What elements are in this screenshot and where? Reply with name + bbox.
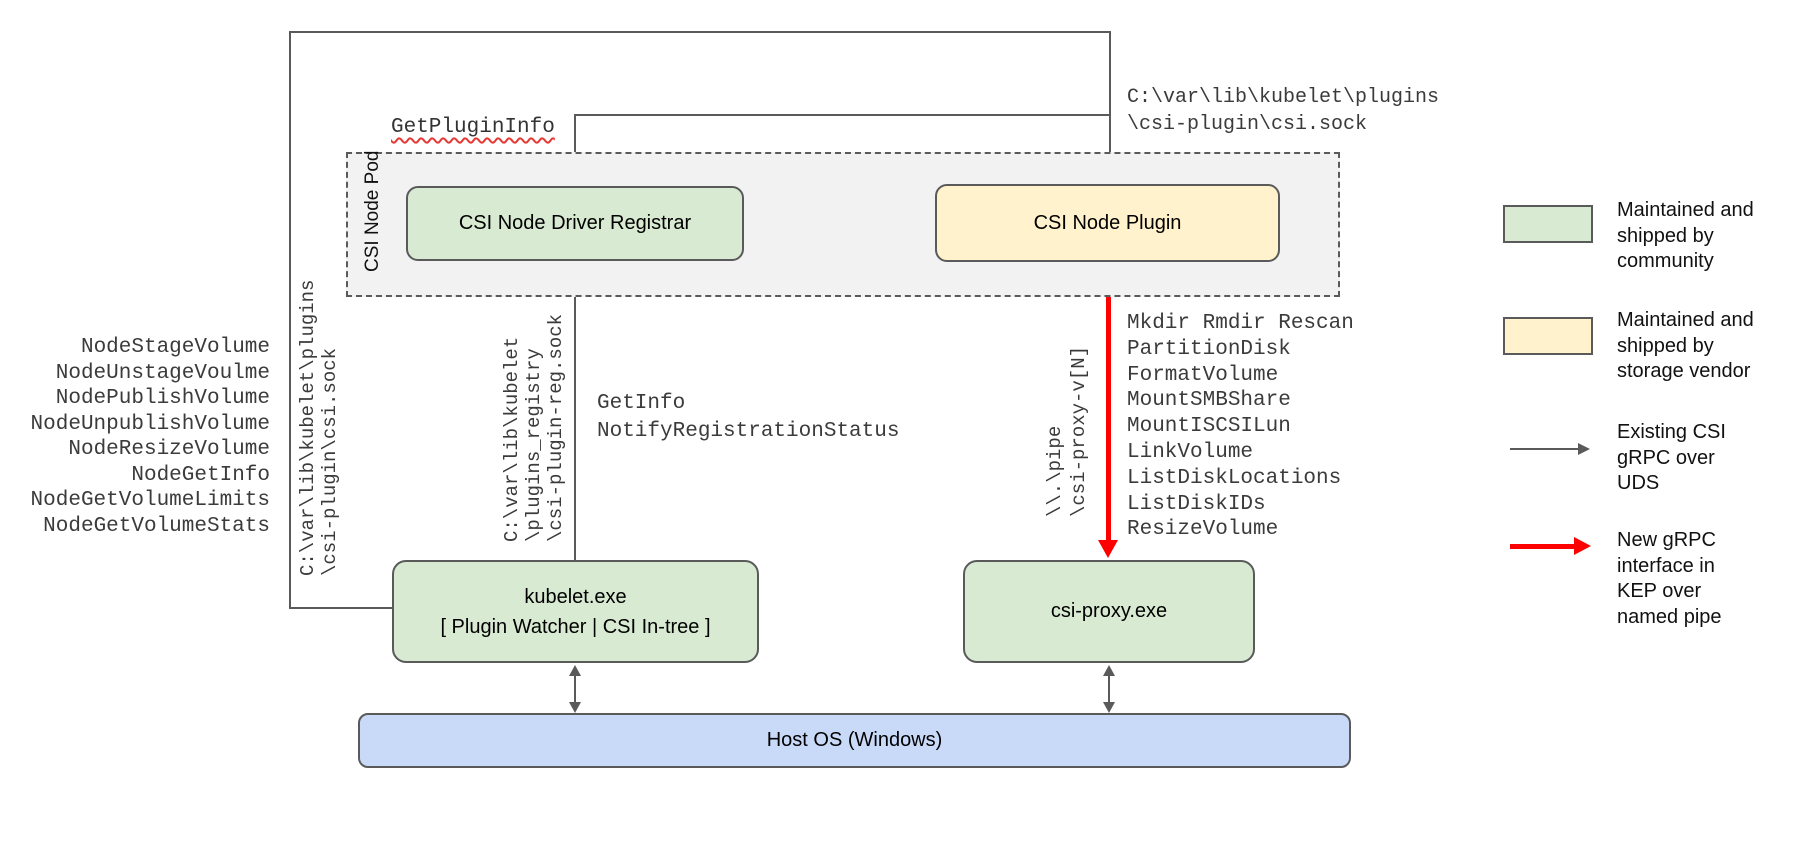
legend-red-arrowhead-icon — [1574, 537, 1591, 555]
kubelet-registrar-line — [574, 274, 576, 560]
legend-vendor-swatch — [1503, 317, 1593, 355]
get-plugin-info-annotation: GetPluginInfo — [391, 116, 555, 139]
plugin-label: CSI Node Plugin — [1033, 211, 1182, 234]
registrar-up-line — [574, 114, 576, 186]
named-pipe-red-line — [1106, 262, 1111, 540]
legend-red-arrow-icon — [1510, 544, 1576, 549]
list-item: NodeResizeVolume — [68, 438, 270, 461]
proxy-host-arrow-down-icon — [1103, 702, 1115, 713]
proxy-host-arrow-up-icon — [1103, 665, 1115, 676]
named-pipe-path-annotation: \\.\pipe \csi-proxy-v[N] — [1044, 345, 1090, 517]
proxy-methods-list: Mkdir Rmdir Rescan PartitionDisk FormatV… — [1127, 311, 1354, 543]
host-os-label: Host OS (Windows) — [766, 729, 943, 751]
csi-node-driver-registrar-box: CSI Node Driver Registrar — [406, 186, 744, 261]
registration-calls-annotation: GetInfo NotifyRegistrationStatus — [597, 392, 900, 443]
registrar-label: CSI Node Driver Registrar — [458, 212, 692, 234]
csi-proxy-box: csi-proxy.exe — [963, 560, 1255, 663]
kubelet-subtitle: [ Plugin Watcher | CSI In-tree ] — [440, 615, 711, 638]
list-item: MountSMBShare — [1127, 389, 1291, 413]
kubelet-host-arrow-down-icon — [569, 702, 581, 713]
uds-socket-path-vertical-annotation: C:\var\lib\kubelet\plugins \csi-plugin\c… — [297, 279, 341, 576]
legend-community-swatch — [1503, 205, 1593, 243]
uds-path-kubelet-stub — [289, 607, 394, 609]
registrar-top-line — [574, 114, 1111, 116]
legend-community-label: Maintained and shipped by community — [1617, 199, 1754, 272]
legend-existing-grpc-label: Existing CSI gRPC over UDS — [1617, 421, 1726, 494]
list-item: NodeStageVolume — [80, 336, 270, 359]
uds-socket-path-annotation: C:\var\lib\kubelet\plugins \csi-plugin\c… — [1127, 86, 1440, 136]
list-item: NodeGetInfo — [131, 463, 270, 487]
list-item: ListDiskLocations — [1127, 466, 1342, 490]
list-item: NodeGetVolumeLimits — [30, 489, 270, 512]
uds-path-down-line — [1109, 31, 1111, 172]
host-os-box: Host OS (Windows) — [358, 713, 1351, 768]
uds-path-top-line — [289, 31, 1111, 33]
legend-new-grpc-label: New gRPC interface in KEP over named pip… — [1617, 529, 1722, 628]
registration-socket-path-annotation: C:\var\lib\kubelet \plugins_registry \cs… — [501, 313, 567, 542]
kubelet-title: kubelet.exe — [524, 585, 627, 608]
list-item: FormatVolume — [1127, 363, 1279, 387]
uds-path-left-line — [289, 31, 291, 609]
list-item: NodeUnpublishVolume — [30, 412, 270, 436]
list-item: LinkVolume — [1127, 440, 1254, 464]
kubelet-host-line — [574, 675, 576, 704]
list-item: NodeUnstageVoulme — [55, 361, 270, 385]
kubelet-host-arrow-up-icon — [569, 665, 581, 676]
red-arrowhead-into-proxy-icon — [1098, 540, 1118, 558]
legend-gray-arrow-icon — [1510, 448, 1580, 450]
csi-node-pod-label: CSI Node Pod — [362, 150, 383, 272]
list-item: ListDiskIDs — [1127, 492, 1266, 516]
kubelet-box: kubelet.exe [ Plugin Watcher | CSI In-tr… — [392, 560, 759, 663]
legend-gray-arrowhead-icon — [1578, 443, 1590, 455]
legend-vendor-label: Maintained and shipped by storage vendor — [1617, 309, 1754, 382]
list-item: Mkdir Rmdir Rescan — [1127, 312, 1354, 335]
list-item: MountISCSILun — [1127, 415, 1291, 439]
list-item: NodeGetVolumeStats — [43, 514, 270, 538]
proxy-host-line — [1108, 675, 1110, 704]
list-item: ResizeVolume — [1127, 518, 1279, 542]
list-item: NodePublishVolume — [55, 387, 270, 410]
csi-proxy-label: csi-proxy.exe — [1050, 600, 1168, 622]
csi-node-plugin-box: CSI Node Plugin — [935, 184, 1280, 262]
node-methods-list: NodeStageVolume NodeUnstageVoulme NodePu… — [20, 335, 270, 539]
list-item: PartitionDisk — [1127, 337, 1291, 361]
